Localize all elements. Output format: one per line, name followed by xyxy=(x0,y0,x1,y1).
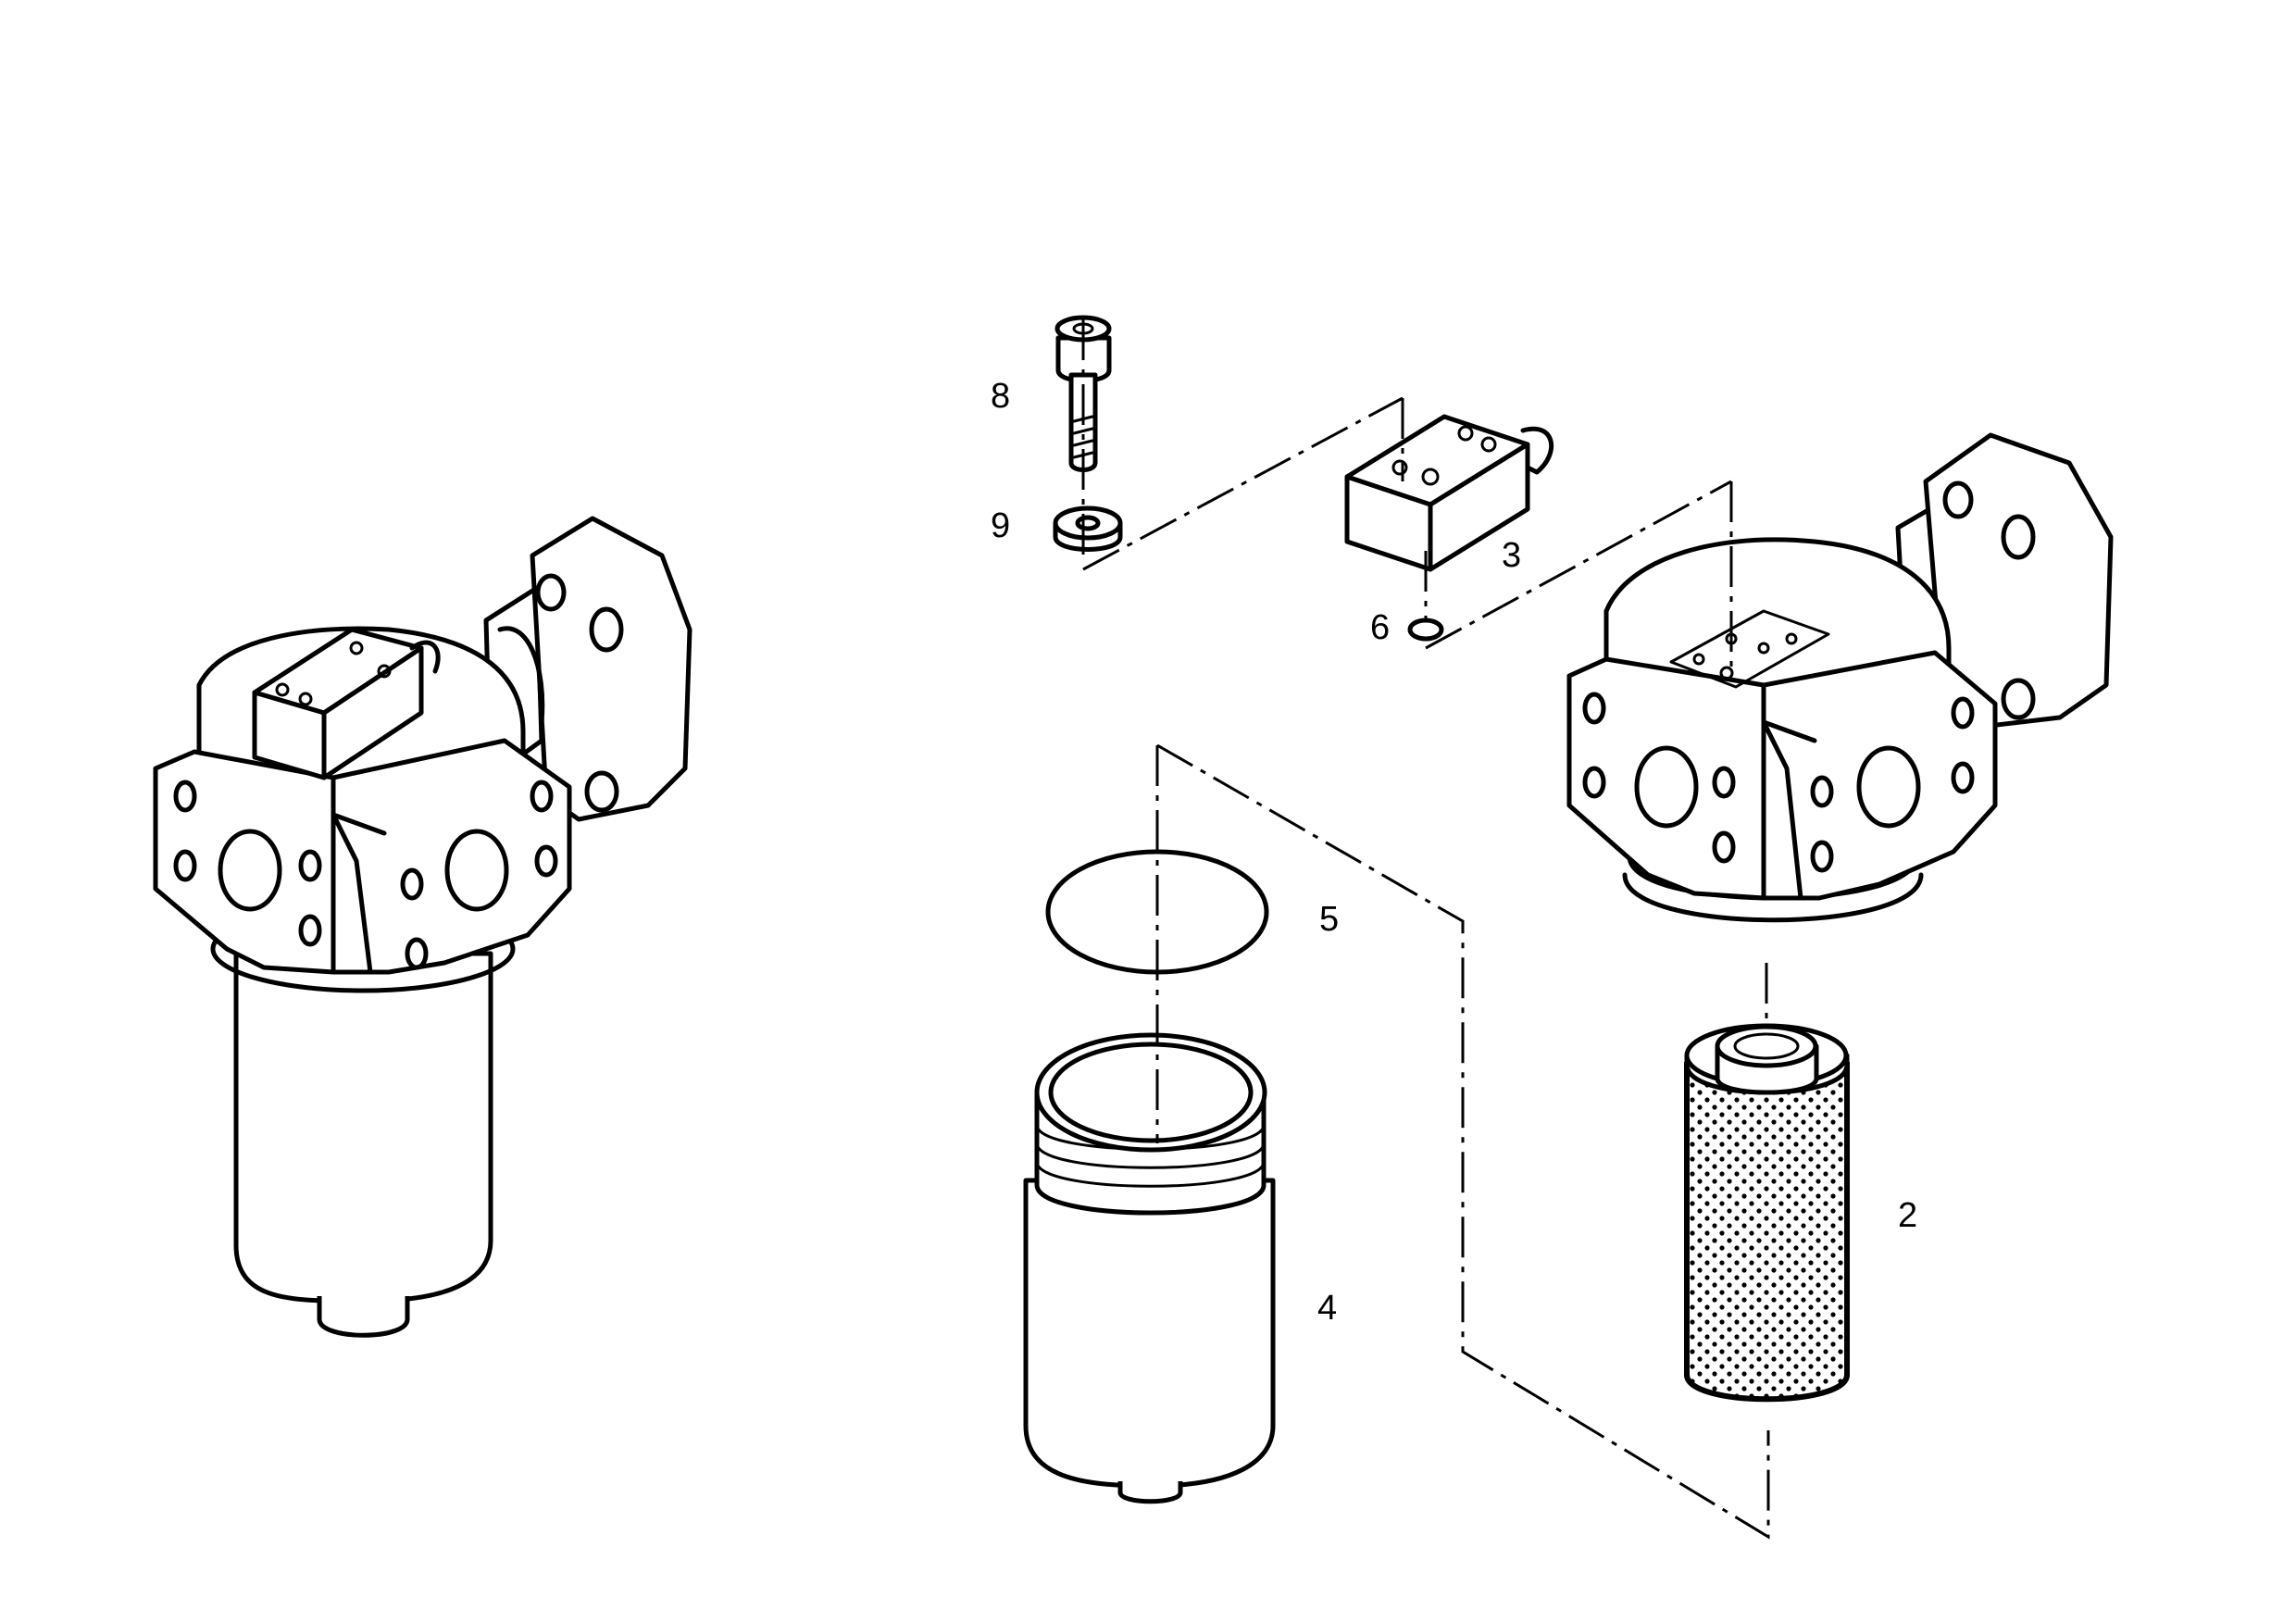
part-4-bowl xyxy=(1023,1032,1276,1504)
part-6-oring xyxy=(1407,618,1444,642)
callout-2: 2 xyxy=(1898,1196,1917,1235)
callout-4: 4 xyxy=(1317,1289,1337,1328)
assembly-lines xyxy=(1081,319,1770,1540)
assembled-filter xyxy=(153,516,693,1338)
callout-6: 6 xyxy=(1370,608,1390,647)
callout-5: 5 xyxy=(1319,900,1339,939)
part-2-filter-element xyxy=(1684,1023,1850,1403)
part-3-indicator xyxy=(1344,414,1554,572)
part-9-washer xyxy=(1053,505,1123,552)
filter-head xyxy=(1566,432,2114,923)
callout-3: 3 xyxy=(1502,536,1521,575)
callout-9: 9 xyxy=(991,506,1010,545)
callout-8: 8 xyxy=(991,377,1010,416)
